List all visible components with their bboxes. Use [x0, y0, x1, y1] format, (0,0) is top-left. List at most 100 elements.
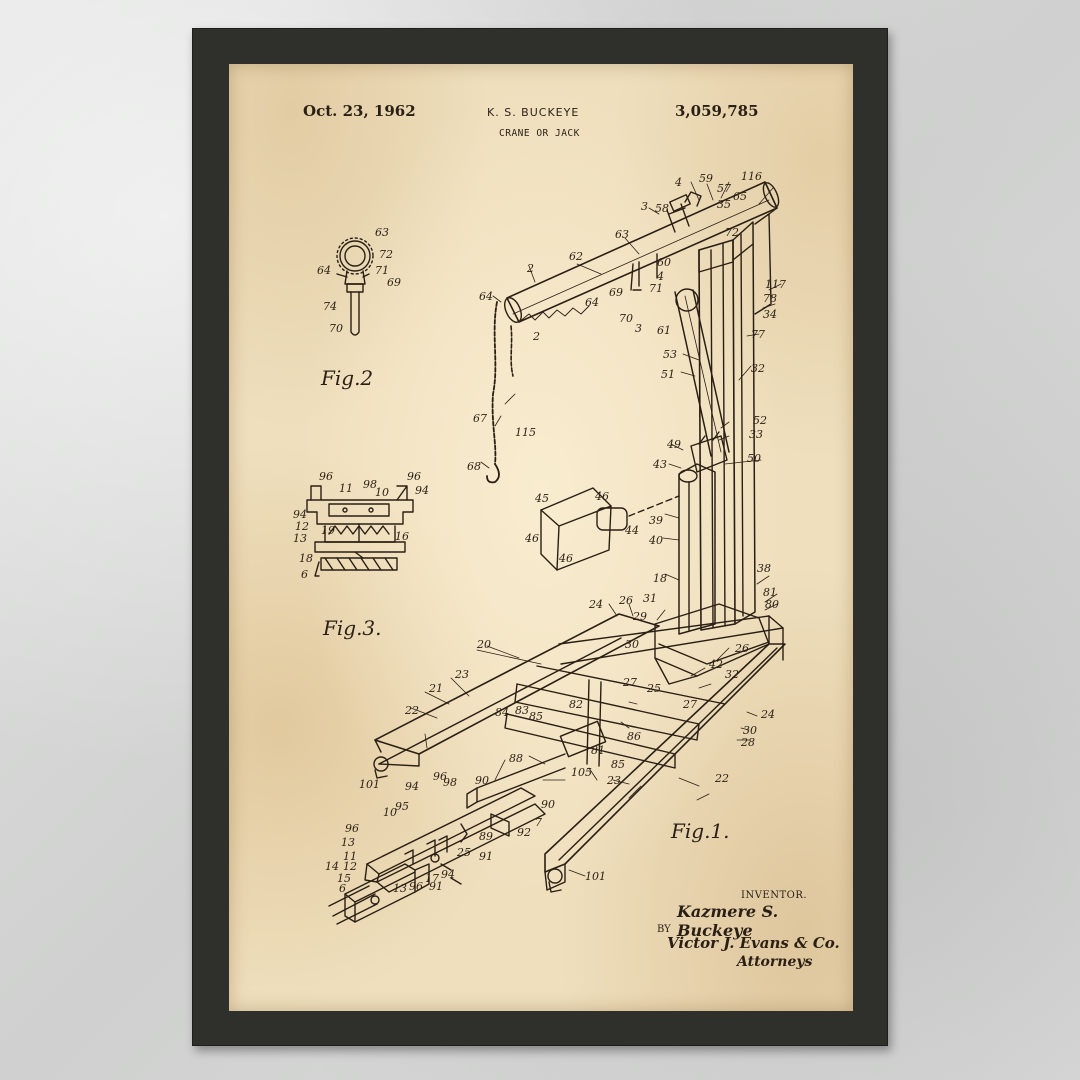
svg-text:46: 46 [594, 490, 609, 503]
svg-text:16: 16 [395, 530, 409, 543]
svg-text:22: 22 [404, 704, 419, 717]
svg-text:23: 23 [606, 774, 621, 787]
svg-text:22: 22 [714, 772, 729, 785]
fig1-crane [329, 181, 785, 924]
svg-text:67: 67 [473, 412, 487, 425]
svg-text:10: 10 [383, 806, 397, 819]
svg-text:84: 84 [495, 706, 509, 719]
patent-inventor-header: K. S. BUCKEYE [487, 106, 580, 119]
svg-text:45: 45 [534, 492, 549, 505]
svg-text:30: 30 [743, 724, 757, 737]
svg-text:40: 40 [648, 534, 663, 547]
svg-text:83: 83 [515, 704, 529, 717]
svg-text:95: 95 [395, 800, 409, 813]
svg-text:44: 44 [624, 524, 639, 537]
svg-text:71: 71 [375, 264, 389, 277]
svg-text:72: 72 [379, 248, 393, 261]
svg-text:11: 11 [343, 850, 357, 863]
svg-text:94: 94 [405, 780, 419, 793]
svg-text:64: 64 [479, 290, 493, 303]
attorney-signature: Victor J. Evans & Co. [667, 934, 840, 952]
patent-title: CRANE OR JACK [499, 128, 580, 139]
svg-text:60: 60 [657, 256, 671, 269]
svg-text:51: 51 [661, 368, 675, 381]
svg-text:68: 68 [467, 460, 481, 473]
svg-text:13: 13 [393, 882, 407, 895]
svg-text:34: 34 [763, 308, 777, 321]
svg-text:117: 117 [765, 278, 786, 291]
svg-text:13: 13 [293, 532, 307, 545]
svg-text:69: 69 [609, 286, 623, 299]
svg-text:38: 38 [757, 562, 771, 575]
by-label: BY [657, 924, 671, 935]
svg-text:11: 11 [339, 482, 353, 495]
svg-text:4: 4 [656, 270, 664, 283]
svg-text:101: 101 [585, 870, 606, 883]
svg-text:82: 82 [569, 698, 583, 711]
svg-text:61: 61 [657, 324, 671, 337]
svg-text:94: 94 [293, 508, 307, 521]
svg-text:33: 33 [749, 428, 763, 441]
svg-text:77: 77 [751, 328, 765, 341]
svg-text:30: 30 [625, 638, 639, 651]
svg-text:81: 81 [763, 586, 777, 599]
svg-text:69: 69 [387, 276, 401, 289]
svg-text:65: 65 [733, 190, 747, 203]
svg-text:42: 42 [708, 658, 723, 671]
svg-text:6: 6 [301, 568, 308, 581]
svg-text:27: 27 [622, 676, 637, 689]
svg-text:64: 64 [317, 264, 331, 277]
svg-text:90: 90 [475, 774, 489, 787]
svg-text:57: 57 [717, 182, 731, 195]
svg-text:58: 58 [655, 202, 669, 215]
svg-text:94: 94 [415, 484, 429, 497]
svg-text:80: 80 [765, 598, 779, 611]
svg-text:3: 3 [641, 200, 648, 213]
fig1-label: Fig.1. [671, 819, 730, 843]
patent-print: Oct. 23, 1962 K. S. BUCKEYE CRANE OR JAC… [229, 64, 853, 1011]
reference-numerals: 59 116 4 57 65 3 58 35 63 62 2 60 72 64 … [293, 170, 786, 895]
svg-text:85: 85 [529, 710, 543, 723]
svg-text:72: 72 [725, 226, 739, 239]
svg-text:21: 21 [428, 682, 443, 695]
svg-text:91: 91 [479, 850, 493, 863]
leader-lines [411, 182, 781, 876]
patent-drawing: 59 116 4 57 65 3 58 35 63 62 2 60 72 64 … [293, 170, 786, 1011]
svg-text:70: 70 [329, 322, 343, 335]
svg-text:28: 28 [740, 736, 755, 749]
svg-text:70: 70 [619, 312, 633, 325]
svg-text:96: 96 [345, 822, 359, 835]
svg-text:20: 20 [476, 638, 491, 651]
svg-text:31: 31 [643, 592, 657, 605]
svg-text:59: 59 [699, 172, 713, 185]
svg-text:90: 90 [541, 798, 555, 811]
svg-text:52: 52 [753, 414, 767, 427]
fig2-label: Fig.2 [321, 366, 374, 390]
svg-text:10: 10 [375, 486, 389, 499]
svg-text:81: 81 [591, 744, 605, 757]
svg-text:89: 89 [479, 830, 493, 843]
svg-text:115: 115 [515, 426, 536, 439]
svg-text:63: 63 [375, 226, 389, 239]
svg-text:12: 12 [295, 520, 309, 533]
patent-number: 3,059,785 [675, 102, 759, 120]
svg-text:96: 96 [319, 470, 333, 483]
svg-text:25: 25 [456, 846, 471, 859]
inventor-label: INVENTOR. [741, 890, 808, 901]
svg-text:96: 96 [433, 770, 447, 783]
svg-text:32: 32 [751, 362, 765, 375]
svg-text:85: 85 [611, 758, 625, 771]
svg-text:25: 25 [646, 682, 661, 695]
svg-text:13: 13 [341, 836, 355, 849]
svg-text:19: 19 [321, 524, 335, 537]
svg-text:4: 4 [674, 176, 682, 189]
svg-text:32: 32 [725, 668, 739, 681]
svg-text:96: 96 [409, 880, 423, 893]
inventor-signature: Kazmere S. Buckeye [677, 902, 779, 940]
svg-text:18: 18 [299, 552, 313, 565]
svg-text:26: 26 [618, 594, 633, 607]
svg-text:39: 39 [649, 514, 663, 527]
svg-text:35: 35 [717, 198, 731, 211]
svg-text:64: 64 [585, 296, 599, 309]
svg-text:98: 98 [443, 776, 457, 789]
